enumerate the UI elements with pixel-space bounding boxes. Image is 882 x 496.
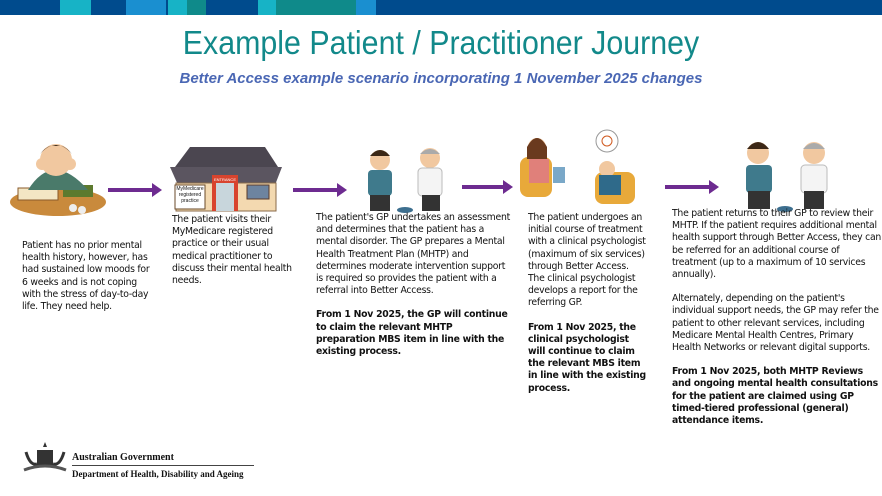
gp-review-illustration [746, 142, 828, 212]
flow-arrow [108, 183, 162, 197]
government-logo: Australian Government Department of Heal… [22, 442, 254, 481]
flow-arrow [293, 183, 347, 197]
coat-of-arms-icon [23, 442, 67, 472]
step-4-description: The patient undergoes an initial course … [528, 212, 646, 407]
step-1-description: Patient has no prior mental health histo… [22, 240, 150, 325]
page-subtitle: Better Access example scenario incorpora… [179, 70, 703, 87]
step-3-description: The patient's GP undertakes an assessmen… [316, 212, 512, 370]
step-text-alternate: Alternately, depending on the patient's … [672, 293, 879, 354]
distressed-patient-illustration [10, 144, 106, 216]
gp-consultation-illustration [368, 148, 443, 213]
entrance-sign: ENTRANCE [214, 177, 236, 182]
clinic-building-illustration: ENTRANCE MyMedicare registered practice [170, 147, 282, 212]
step-text: The patient undergoes an initial course … [528, 212, 646, 309]
step-note: From 1 Nov 2025, both MHTP Reviews and o… [672, 366, 878, 427]
step-note: From 1 Nov 2025, the GP will continue to… [316, 309, 508, 358]
top-color-bar [0, 0, 882, 15]
government-name: Australian Government [72, 452, 254, 466]
psychologist-session-illustration [520, 129, 635, 204]
step-text: Patient has no prior mental health histo… [22, 240, 150, 313]
page-title: Example Patient / Practitioner Journey [182, 24, 700, 61]
flow-arrow [665, 180, 719, 194]
clinic-sign-text: MyMedicare registered practice [176, 186, 204, 204]
step-2-description: The patient visits their MyMedicare regi… [172, 214, 294, 299]
flow-arrow [462, 180, 513, 194]
step-note: From 1 Nov 2025, the clinical psychologi… [528, 321, 646, 394]
step-5-description: The patient returns to their GP to revie… [672, 208, 882, 439]
step-text: The patient's GP undertakes an assessmen… [316, 212, 510, 297]
step-text: The patient visits their MyMedicare regi… [172, 214, 292, 287]
department-name: Department of Health, Disability and Age… [72, 469, 244, 479]
step-text: The patient returns to their GP to revie… [672, 208, 882, 281]
